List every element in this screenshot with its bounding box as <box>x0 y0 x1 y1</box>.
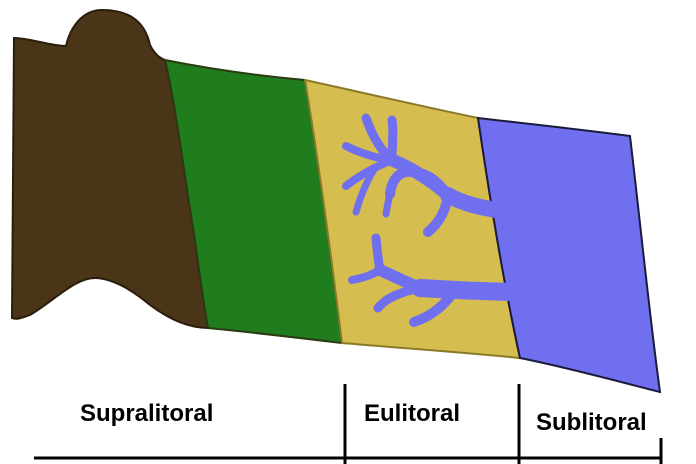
label-supralitoral: Supralitoral <box>80 400 213 427</box>
label-eulitoral: Eulitoral <box>364 400 460 427</box>
land-region <box>12 10 208 328</box>
label-sublitoral: Sublitoral <box>536 409 647 436</box>
